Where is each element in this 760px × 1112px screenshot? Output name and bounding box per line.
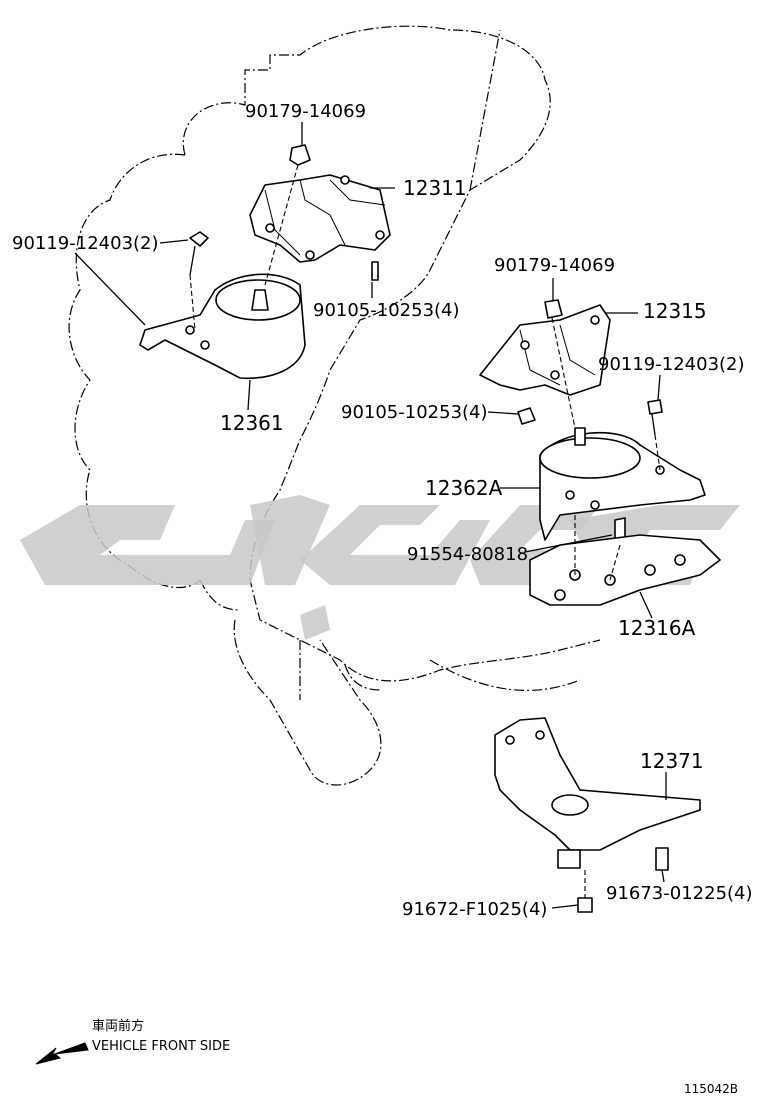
assembly-lines [189, 164, 661, 898]
callout-12311[interactable]: 12311 [403, 176, 467, 200]
callout-90179-14069-upper[interactable]: 90179-14069 [245, 101, 366, 122]
legend-english-label: VEHICLE FRONT SIDE [92, 1039, 230, 1054]
legend-japanese-label: 車両前方 [92, 1018, 144, 1034]
callout-90179-14069-right[interactable]: 90179-14069 [494, 255, 615, 276]
callout-90105-10253-upper[interactable]: 90105-10253(4) [313, 300, 460, 321]
callout-91554-80818[interactable]: 91554-80818 [407, 544, 528, 565]
watermark-logo [20, 495, 740, 640]
callout-91673-01225[interactable]: 91673-01225(4) [606, 883, 753, 904]
callout-12371[interactable]: 12371 [640, 749, 704, 773]
diagram-reference-number: 115042B [684, 1082, 738, 1096]
callout-90119-12403-left[interactable]: 90119-12403(2) [12, 233, 159, 254]
callout-12362A[interactable]: 12362A [425, 476, 503, 500]
callout-91672-F1025[interactable]: 91672-F1025(4) [402, 899, 547, 920]
vehicle-front-legend: 車両前方 VEHICLE FRONT SIDE [35, 1018, 230, 1065]
callout-12361[interactable]: 12361 [220, 411, 284, 435]
engine-outline [68, 25, 601, 786]
bracket-12315 [479, 299, 663, 436]
insulator-12362A [539, 427, 706, 543]
part-callouts: 90179-14069 12311 90119-12403(2) 90105-1… [12, 101, 753, 920]
callout-90105-10253-right[interactable]: 90105-10253(4) [341, 402, 488, 423]
leader-lines [74, 122, 667, 909]
bracket-12371 [494, 717, 701, 913]
insulator-12361 [139, 231, 306, 380]
callout-12315[interactable]: 12315 [643, 299, 707, 323]
callout-90119-12403-right[interactable]: 90119-12403(2) [598, 354, 745, 375]
bracket-12311 [249, 144, 391, 281]
arrow-left-down-icon [35, 1042, 89, 1065]
bracket-12316A [529, 534, 721, 606]
callout-12316A[interactable]: 12316A [618, 616, 696, 640]
